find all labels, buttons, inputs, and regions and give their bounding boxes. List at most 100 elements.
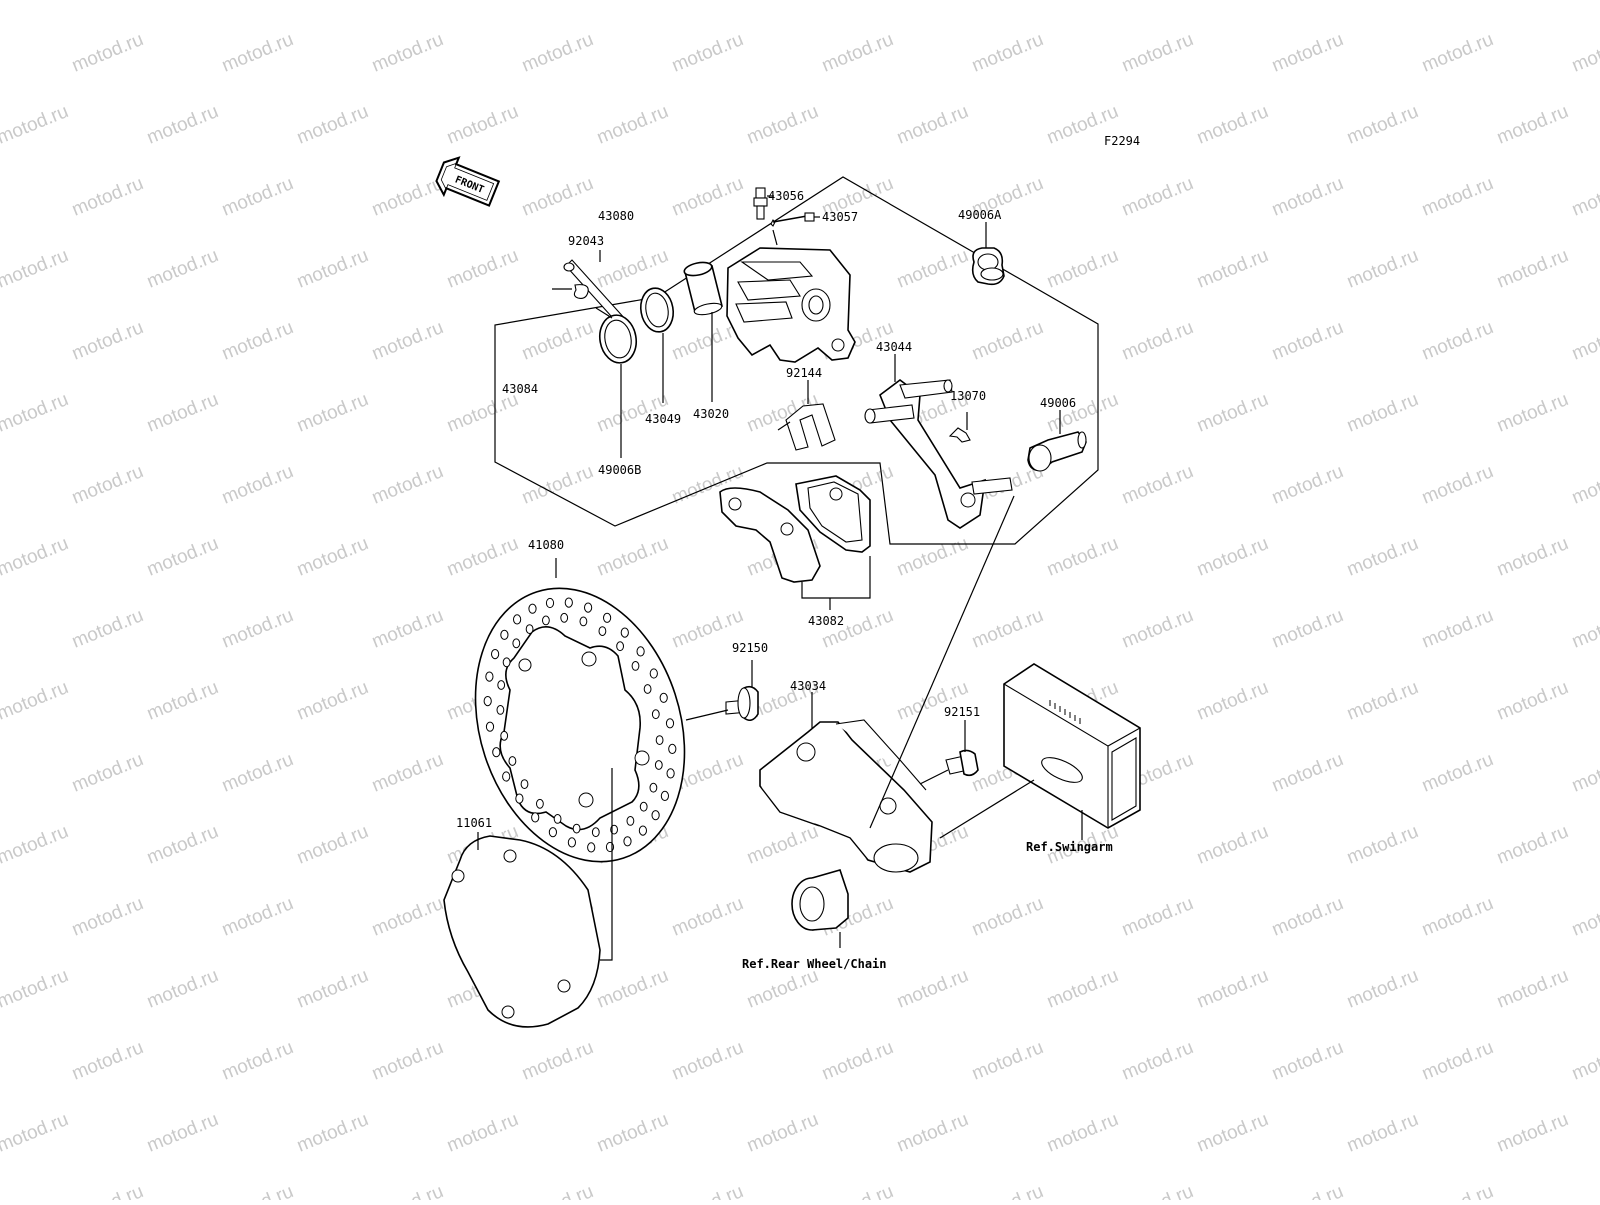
watermark-text: motod.ru (1494, 965, 1571, 1013)
disc-vent-hole (623, 836, 632, 847)
watermark-text: motod.ru (1569, 29, 1600, 77)
watermark-text: motod.ru (1119, 1037, 1196, 1085)
watermark-text: motod.ru (1044, 1109, 1121, 1157)
watermark-text: motod.ru (0, 965, 71, 1013)
disc-vent-hole (531, 812, 540, 823)
watermark-text: motod.ru (444, 533, 521, 581)
watermark-text: motod.ru (219, 317, 296, 365)
watermark-text: motod.ru (69, 605, 146, 653)
watermark-text: motod.ru (294, 245, 371, 293)
disc-vent-hole (649, 668, 658, 679)
watermark-text: motod.ru (1194, 821, 1271, 869)
disc-vent-hole (665, 718, 675, 729)
bleed-valve (753, 187, 768, 220)
watermark-text: motod.ru (1119, 173, 1196, 221)
disc-vent-hole (598, 626, 607, 636)
watermark-text: motod.ru (144, 1109, 221, 1157)
watermark-text: motod.ru (219, 461, 296, 509)
label-92144: 92144 (786, 366, 822, 380)
label-43080: 43080 (598, 209, 634, 223)
watermark-text: motod.ru (144, 533, 221, 581)
watermark-text: motod.ru (1119, 461, 1196, 509)
disc-bolt (725, 685, 759, 722)
watermark-text: motod.ru (594, 533, 671, 581)
label-43049: 43049 (645, 412, 681, 426)
watermark-text: motod.ru (1419, 605, 1496, 653)
brake-pad-inner (719, 487, 821, 583)
watermark-text: motod.ru (294, 101, 371, 149)
label-43034: 43034 (790, 679, 826, 693)
watermark-text: motod.ru (294, 821, 371, 869)
watermark-text: motod.ru (1344, 821, 1421, 869)
watermark-text: motod.ru (219, 605, 296, 653)
watermark-text: motod.ru (369, 605, 446, 653)
watermark-text: motod.ru (144, 0, 221, 5)
disc-vent-hole (638, 825, 648, 836)
watermark-text: motod.ru (969, 1037, 1046, 1085)
watermark-text: motod.ru (894, 1109, 971, 1157)
watermark-text: motod.ru (1344, 965, 1421, 1013)
watermark-text: motod.ru (1044, 0, 1121, 5)
watermark-text: motod.ru (1569, 749, 1600, 797)
watermark-text: motod.ru (1344, 389, 1421, 437)
disc-vent-hole (508, 756, 517, 766)
label-43082: 43082 (808, 614, 844, 628)
watermark-text: motod.ru (69, 317, 146, 365)
watermark-text: motod.ru (0, 389, 71, 437)
watermark-text: motod.ru (1569, 317, 1600, 365)
ref-rear-wheel-chain: Ref.Rear Wheel/Chain (742, 957, 887, 971)
label-49006A: 49006A (958, 208, 1002, 222)
disc-vent-hole (620, 627, 629, 638)
disc-vent-hole (560, 612, 569, 623)
watermark-text: motod.ru (369, 1181, 446, 1200)
disc-vent-hole (591, 827, 600, 838)
watermark-text: motod.ru (1269, 893, 1346, 941)
watermark-text: motod.ru (294, 389, 371, 437)
watermark-text: motod.ru (1119, 317, 1196, 365)
label-11061: 11061 (456, 816, 492, 830)
watermark-text: motod.ru (1119, 1181, 1196, 1200)
disc-vent-hole (584, 602, 593, 613)
watermark-text: motod.ru (1419, 1181, 1496, 1200)
watermark-text: motod.ru (669, 173, 746, 221)
watermark-text: motod.ru (369, 317, 446, 365)
watermark-text: motod.ru (1419, 29, 1496, 77)
disc-vent-hole (500, 629, 509, 640)
watermark-text: motod.ru (1344, 0, 1421, 5)
watermark-text: motod.ru (444, 1109, 521, 1157)
watermark-text: motod.ru (1194, 1109, 1271, 1157)
disc-vent-hole (668, 743, 677, 755)
watermark-text: motod.ru (1344, 1109, 1421, 1157)
watermark-text: motod.ru (1419, 461, 1496, 509)
rubber-boot-a (971, 247, 1005, 286)
disc-vent-hole (660, 790, 670, 802)
watermark-text: motod.ru (144, 965, 221, 1013)
dust-seal (598, 314, 638, 364)
watermark-text: motod.ru (519, 29, 596, 77)
watermark-text: motod.ru (219, 1181, 296, 1200)
watermark-text: motod.ru (1344, 533, 1421, 581)
watermark-text: motod.ru (594, 965, 671, 1013)
watermark-text: motod.ru (294, 677, 371, 725)
watermark-text: motod.ru (594, 0, 671, 5)
watermark-text: motod.ru (1494, 1109, 1571, 1157)
disc-vent-hole (528, 603, 537, 614)
disc-vent-hole (649, 782, 658, 793)
watermark-text: motod.ru (594, 101, 671, 149)
disc-vent-hole (548, 827, 558, 838)
watermark-text: motod.ru (1419, 317, 1496, 365)
front-arrow-icon: FRONT (435, 156, 501, 207)
watermark-text: motod.ru (1569, 173, 1600, 221)
watermark-text: motod.ru (744, 101, 821, 149)
watermark-text: motod.ru (744, 821, 821, 869)
watermark-text: motod.ru (369, 893, 446, 941)
watermark-text: motod.ru (519, 461, 596, 509)
watermark-text: motod.ru (69, 1181, 146, 1200)
watermark-text: motod.ru (1194, 965, 1271, 1013)
watermark-text: motod.ru (69, 1037, 146, 1085)
disc-vent-hole (525, 624, 534, 634)
disc-vent-hole (545, 597, 555, 609)
disc-vent-hole (485, 671, 494, 682)
watermark-text: motod.ru (144, 245, 221, 293)
